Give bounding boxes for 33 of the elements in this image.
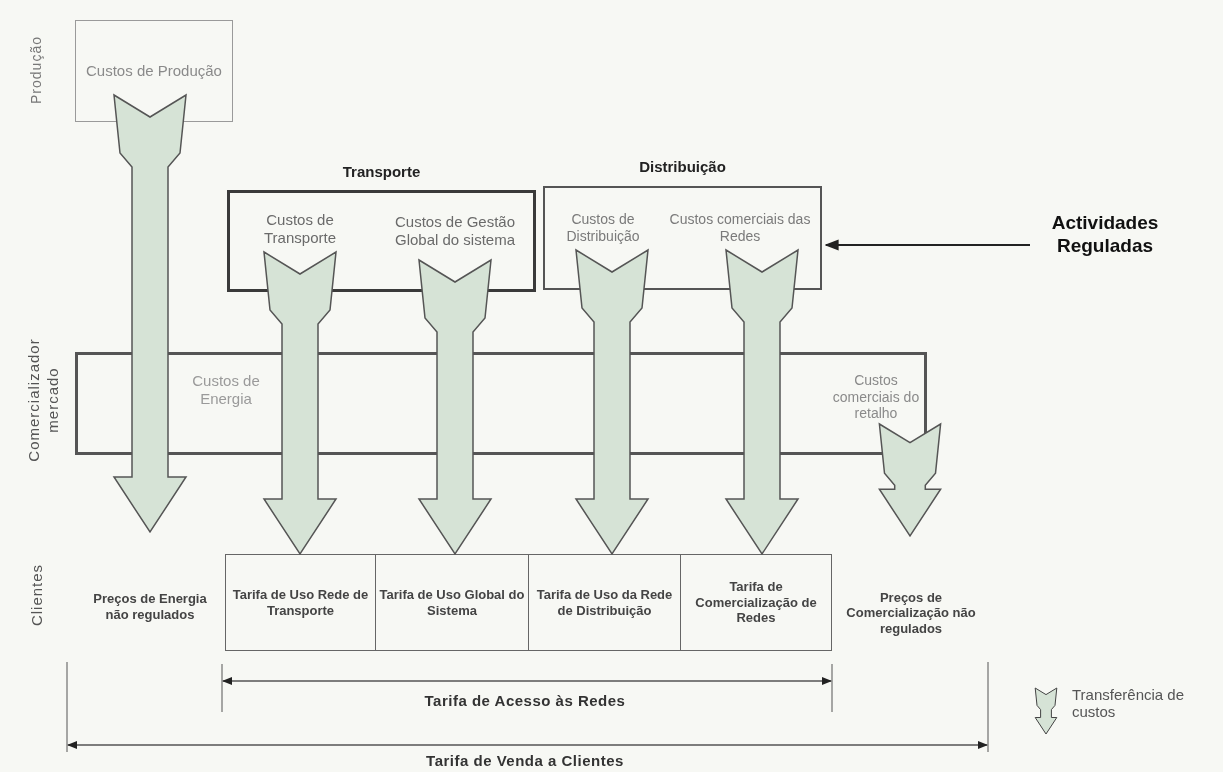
box-label: Custos de Produção (85, 61, 223, 81)
cost-transfer-arrow (724, 248, 800, 556)
band-label: Produção (28, 35, 45, 106)
node-text: Preços de Energia não regulados (92, 590, 208, 624)
tariff-cell (375, 554, 529, 651)
dimension-label: Tarifa de Acesso às Redes (423, 692, 627, 711)
band-label: Clientes (28, 562, 46, 629)
node-text: Preços de Comercialização não regulados (845, 588, 977, 638)
group-title: Distribuição (638, 158, 727, 175)
node-text: Custos de Gestão Global do sistema (393, 212, 517, 250)
cost-transfer-arrow (878, 422, 942, 538)
tariff-cell (225, 554, 376, 651)
tariff-cell (680, 554, 832, 651)
node-text: Custos de Distribuição (565, 210, 641, 246)
tariff-cell (528, 554, 681, 651)
cost-transfer-arrow (417, 258, 493, 556)
node-text: Custos comerciais das Redes (668, 210, 812, 246)
cost-transfer-arrow (262, 250, 338, 556)
node-text: Actividades Reguladas (1050, 211, 1160, 258)
dimension-label: Tarifa de Venda a Clientes (425, 752, 625, 771)
node-text: Custos comerciais do retalho (831, 370, 921, 424)
box-label: Tarifa de Uso Rede de Transporte (231, 585, 370, 620)
legend-label: Transferência de custos (1072, 686, 1185, 720)
cost-transfer-arrow (574, 248, 650, 556)
box-label: Tarifa de Uso da Rede de Distribuição (535, 585, 674, 620)
box-label: Tarifa de Uso Global do Sistema (378, 585, 526, 620)
group-title: Transporte (341, 163, 422, 180)
band-label: Comercializador mercado (25, 337, 62, 464)
node-text: Custos de Energia (191, 371, 261, 409)
node-text: Custos de Transporte (263, 210, 337, 248)
cost-transfer-arrow (112, 93, 188, 534)
box-label: Tarifa de Comercialização de Redes (694, 578, 818, 628)
arrow (824, 239, 1031, 251)
